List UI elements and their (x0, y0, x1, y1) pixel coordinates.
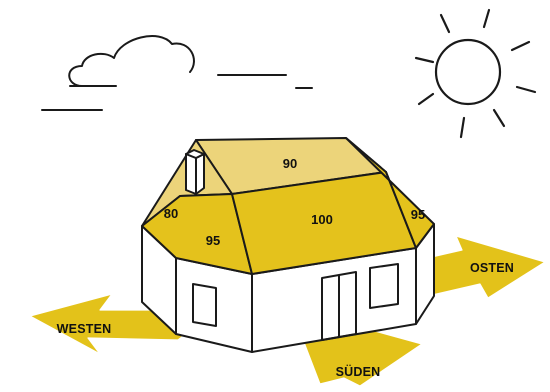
roof-value-east: 95 (411, 207, 425, 222)
wind-lines (41, 74, 313, 111)
sun-icon (414, 8, 537, 139)
ground-arrows (29, 235, 546, 387)
direction-south-label: SÜDEN (336, 364, 381, 379)
roof-value-west-lower: 95 (206, 233, 220, 248)
direction-east-label: OSTEN (470, 261, 514, 275)
door (321, 271, 357, 341)
roof-east (345, 137, 435, 249)
roof-value-north: 90 (283, 156, 297, 171)
roof-value-west-upper: 80 (164, 206, 178, 221)
direction-west-label: WESTEN (57, 322, 112, 336)
roof-value-south: 100 (311, 212, 333, 227)
east-arrow (409, 235, 546, 299)
west-arrow (29, 293, 217, 355)
window-south (369, 263, 399, 309)
cloud-icon (68, 35, 195, 87)
roof (141, 137, 435, 275)
window-west (192, 283, 217, 327)
chimney (185, 149, 205, 195)
